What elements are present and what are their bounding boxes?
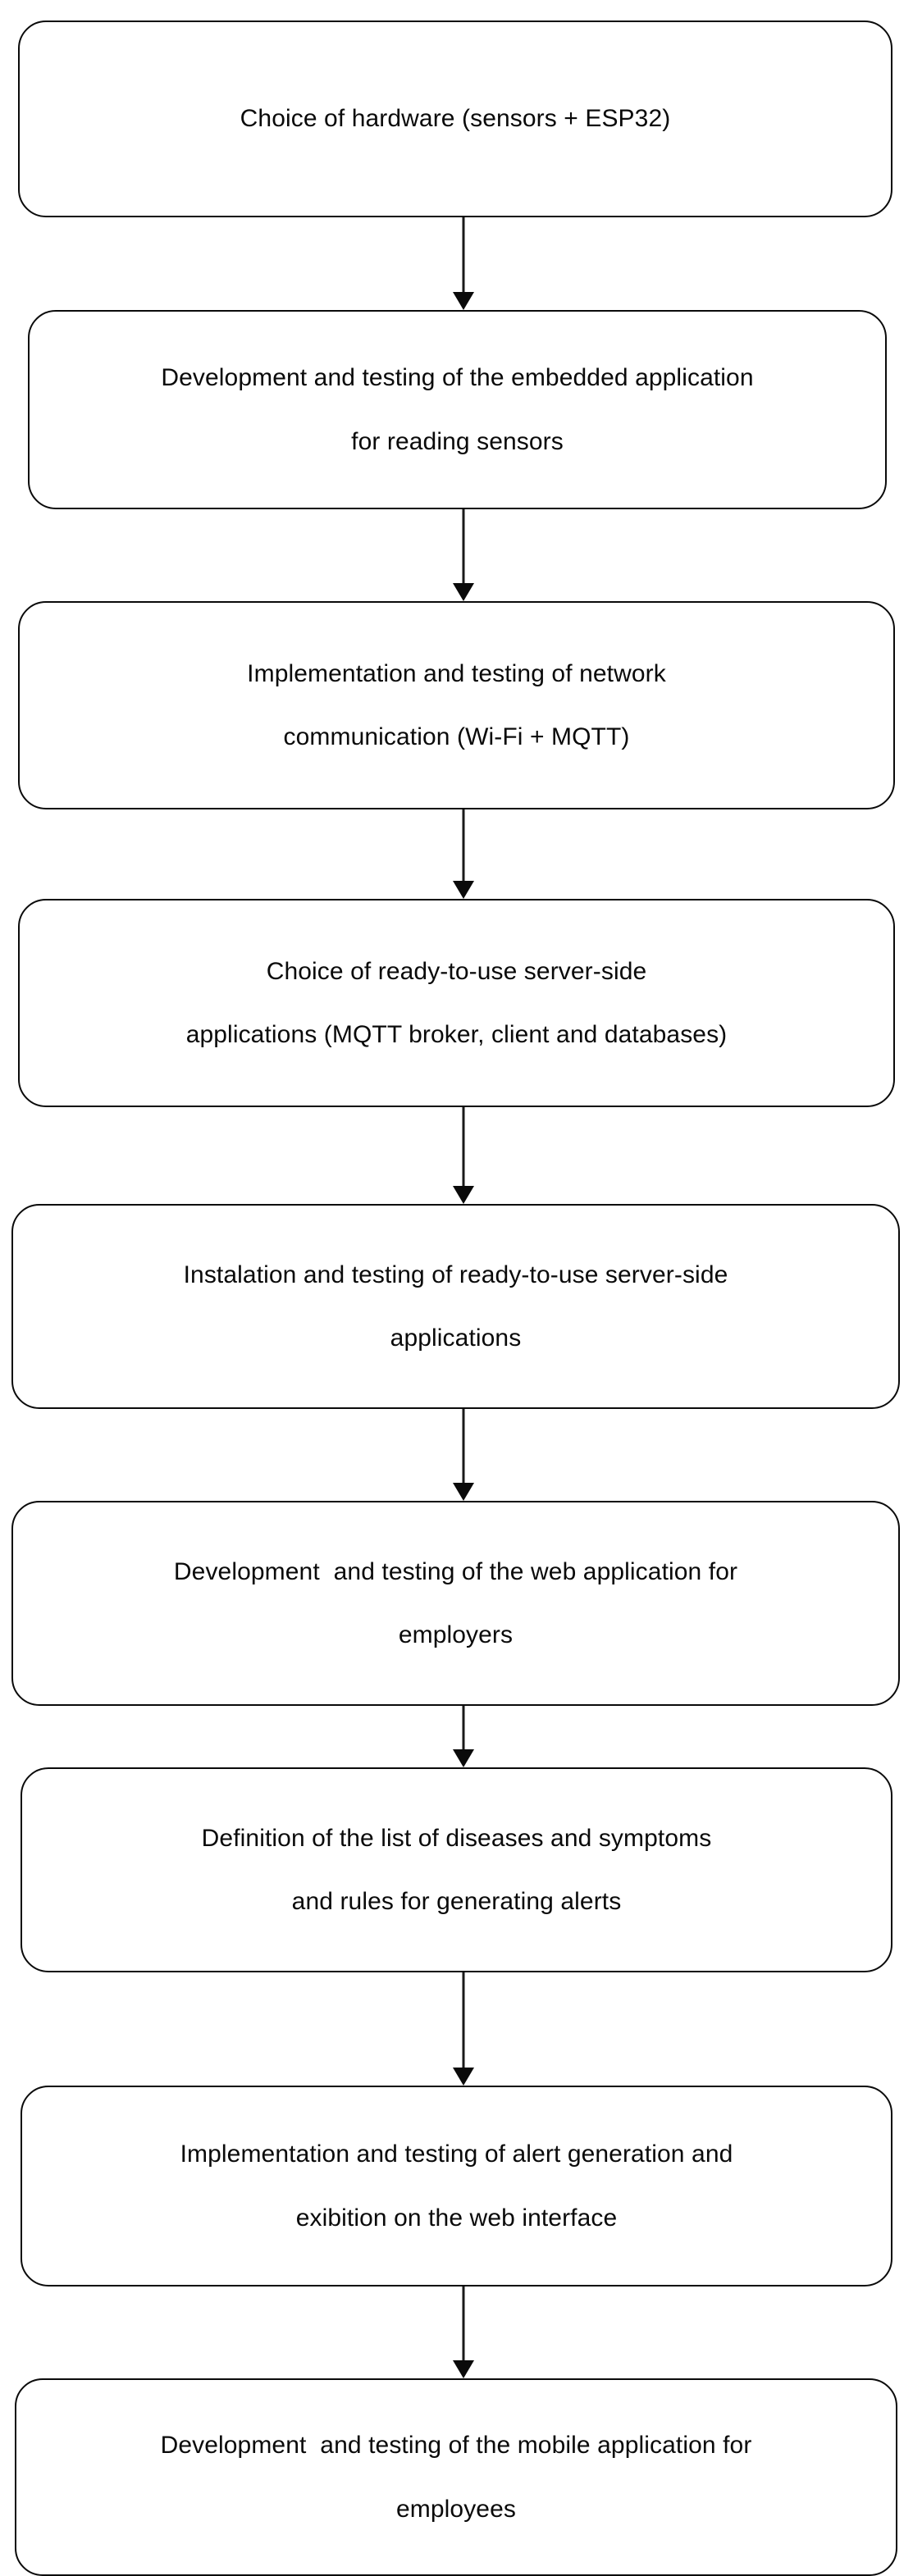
flowchart-node-diseases-symptoms-definition: Definition of the list of diseases and s… — [21, 1767, 892, 1972]
connector-shaft — [462, 509, 465, 585]
flowchart-node-server-side-applications-installation: Instalation and testing of ready-to-use … — [11, 1204, 900, 1409]
node-label-line: Definition of the list of diseases and s… — [201, 1824, 712, 1852]
connector-shaft — [462, 809, 465, 882]
arrowhead-icon — [453, 2068, 474, 2086]
flowchart-node-web-application-development: Development and testing of the web appli… — [11, 1501, 900, 1706]
node-label-line: Development and testing of the mobile ap… — [160, 2432, 752, 2459]
connector-shaft — [462, 217, 465, 294]
flowchart-node-mobile-application-development: Development and testing of the mobile ap… — [15, 2378, 897, 2576]
flowchart-node-network-communication-implementation: Implementation and testing of network com… — [18, 601, 895, 809]
node-label-line: applications — [390, 1324, 522, 1352]
node-label-line: Development and testing of the web appli… — [173, 1557, 738, 1585]
flowchart-node-choice-of-hardware: Choice of hardware (sensors + ESP32) — [18, 21, 892, 217]
node-label-line: Implementation and testing of alert gene… — [180, 2141, 733, 2168]
flowchart-node-server-side-applications-choice: Choice of ready-to-use server-side applic… — [18, 899, 895, 1107]
connector-shaft — [462, 2286, 465, 2362]
connector-shaft — [462, 1107, 465, 1188]
arrowhead-icon — [453, 1483, 474, 1501]
connector-shaft — [462, 1409, 465, 1484]
arrowhead-icon — [453, 1186, 474, 1204]
node-label-line: Choice of hardware (sensors + ESP32) — [240, 105, 671, 133]
connector-shaft — [462, 1706, 465, 1751]
arrowhead-icon — [453, 881, 474, 899]
node-label-line: communication (Wi-Fi + MQTT) — [283, 723, 630, 750]
node-label-line: for reading sensors — [351, 427, 564, 455]
node-label-line: Implementation and testing of network — [247, 659, 666, 687]
node-label-line: applications (MQTT broker, client and da… — [185, 1021, 728, 1048]
node-label-line: Development and testing of the embedded … — [161, 364, 754, 391]
node-label-line: employers — [398, 1621, 514, 1648]
node-label-line: Instalation and testing of ready-to-use … — [183, 1261, 728, 1288]
node-label-line: Choice of ready-to-use server-side — [266, 957, 647, 985]
node-label-line: employees — [396, 2495, 516, 2523]
node-label-line: exibition on the web interface — [295, 2204, 618, 2232]
arrowhead-icon — [453, 292, 474, 310]
connector-shaft — [462, 1972, 465, 2069]
arrowhead-icon — [453, 1749, 474, 1767]
arrowhead-icon — [453, 2360, 474, 2378]
flowchart-node-embedded-application-development: Development and testing of the embedded … — [28, 310, 887, 509]
flowchart-node-alert-generation-implementation: Implementation and testing of alert gene… — [21, 2086, 892, 2286]
node-label-line: and rules for generating alerts — [291, 1888, 622, 1915]
arrowhead-icon — [453, 583, 474, 601]
